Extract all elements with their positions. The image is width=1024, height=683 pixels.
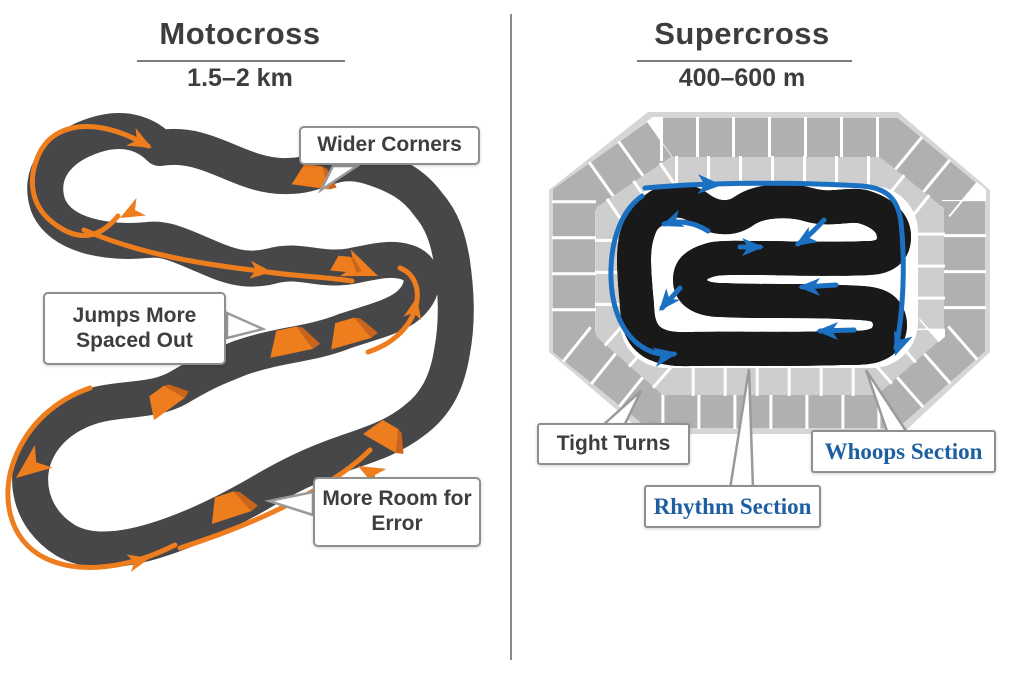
motocross-title: Motocross bbox=[159, 16, 321, 51]
direction-arrow-icon bbox=[358, 466, 387, 488]
supercross-title-underline bbox=[637, 60, 852, 62]
flow-line bbox=[608, 193, 677, 358]
flow-arrow-icon bbox=[661, 210, 685, 227]
callout-pointers bbox=[225, 164, 362, 517]
flow-arrow-icon bbox=[659, 288, 681, 311]
flow-arrow-icon bbox=[795, 226, 819, 246]
flow-line bbox=[81, 227, 355, 284]
flow-arrow-icon bbox=[893, 329, 913, 356]
jump-icon bbox=[270, 326, 321, 358]
flow-line bbox=[5, 385, 178, 570]
stadium-infield bbox=[620, 186, 918, 368]
jump-icon bbox=[331, 317, 378, 350]
flow-arrow-icon bbox=[652, 347, 678, 367]
direction-arrow-icon bbox=[16, 444, 53, 478]
direction-arrow-icon bbox=[126, 554, 150, 573]
direction-arrow-icon bbox=[120, 197, 146, 218]
supercross-track bbox=[634, 201, 911, 350]
motocross-flow-arrows bbox=[16, 127, 422, 573]
motocross-jumps bbox=[149, 163, 404, 524]
flow-line bbox=[29, 124, 151, 238]
jump-icon bbox=[363, 419, 404, 454]
panel-divider bbox=[510, 14, 512, 660]
direction-arrow-icon bbox=[126, 127, 152, 148]
callout-pointer bbox=[317, 164, 362, 194]
jump-icon bbox=[211, 491, 258, 524]
callout-whoops-section: Whoops Section bbox=[811, 430, 996, 473]
callout-jumps-spaced: Jumps More Spaced Out bbox=[43, 292, 226, 365]
motocross-title-underline bbox=[137, 60, 345, 62]
flow-arrow-icon bbox=[742, 238, 764, 256]
motocross-diagram bbox=[5, 107, 480, 574]
callout-pointers bbox=[598, 368, 911, 491]
direction-arrow-icon bbox=[249, 260, 272, 279]
motocross-length: 1.5–2 km bbox=[187, 64, 293, 92]
supercross-length: 400–600 m bbox=[678, 64, 806, 92]
jump-icon bbox=[149, 384, 189, 421]
supercross-title: Supercross bbox=[654, 16, 830, 51]
direction-arrow-icon bbox=[403, 297, 422, 321]
flow-arrow-icon bbox=[697, 174, 722, 195]
callout-rhythm-section: Rhythm Section bbox=[644, 485, 821, 528]
flow-line bbox=[642, 180, 906, 351]
direction-arrow-icon bbox=[339, 249, 378, 277]
motocross-track bbox=[6, 107, 480, 574]
callout-wider-corners: Wider Corners bbox=[299, 126, 480, 165]
callout-tight-turns: Tight Turns bbox=[537, 423, 690, 465]
callout-more-room: More Room for Error bbox=[313, 477, 481, 547]
jump-icon bbox=[330, 255, 362, 273]
flow-arrow-icon bbox=[798, 278, 820, 296]
callout-pointer bbox=[225, 311, 267, 340]
flow-arrow-icon bbox=[816, 322, 838, 340]
supercross-diagram bbox=[549, 112, 990, 491]
supercross-flow-arrows bbox=[652, 174, 913, 367]
